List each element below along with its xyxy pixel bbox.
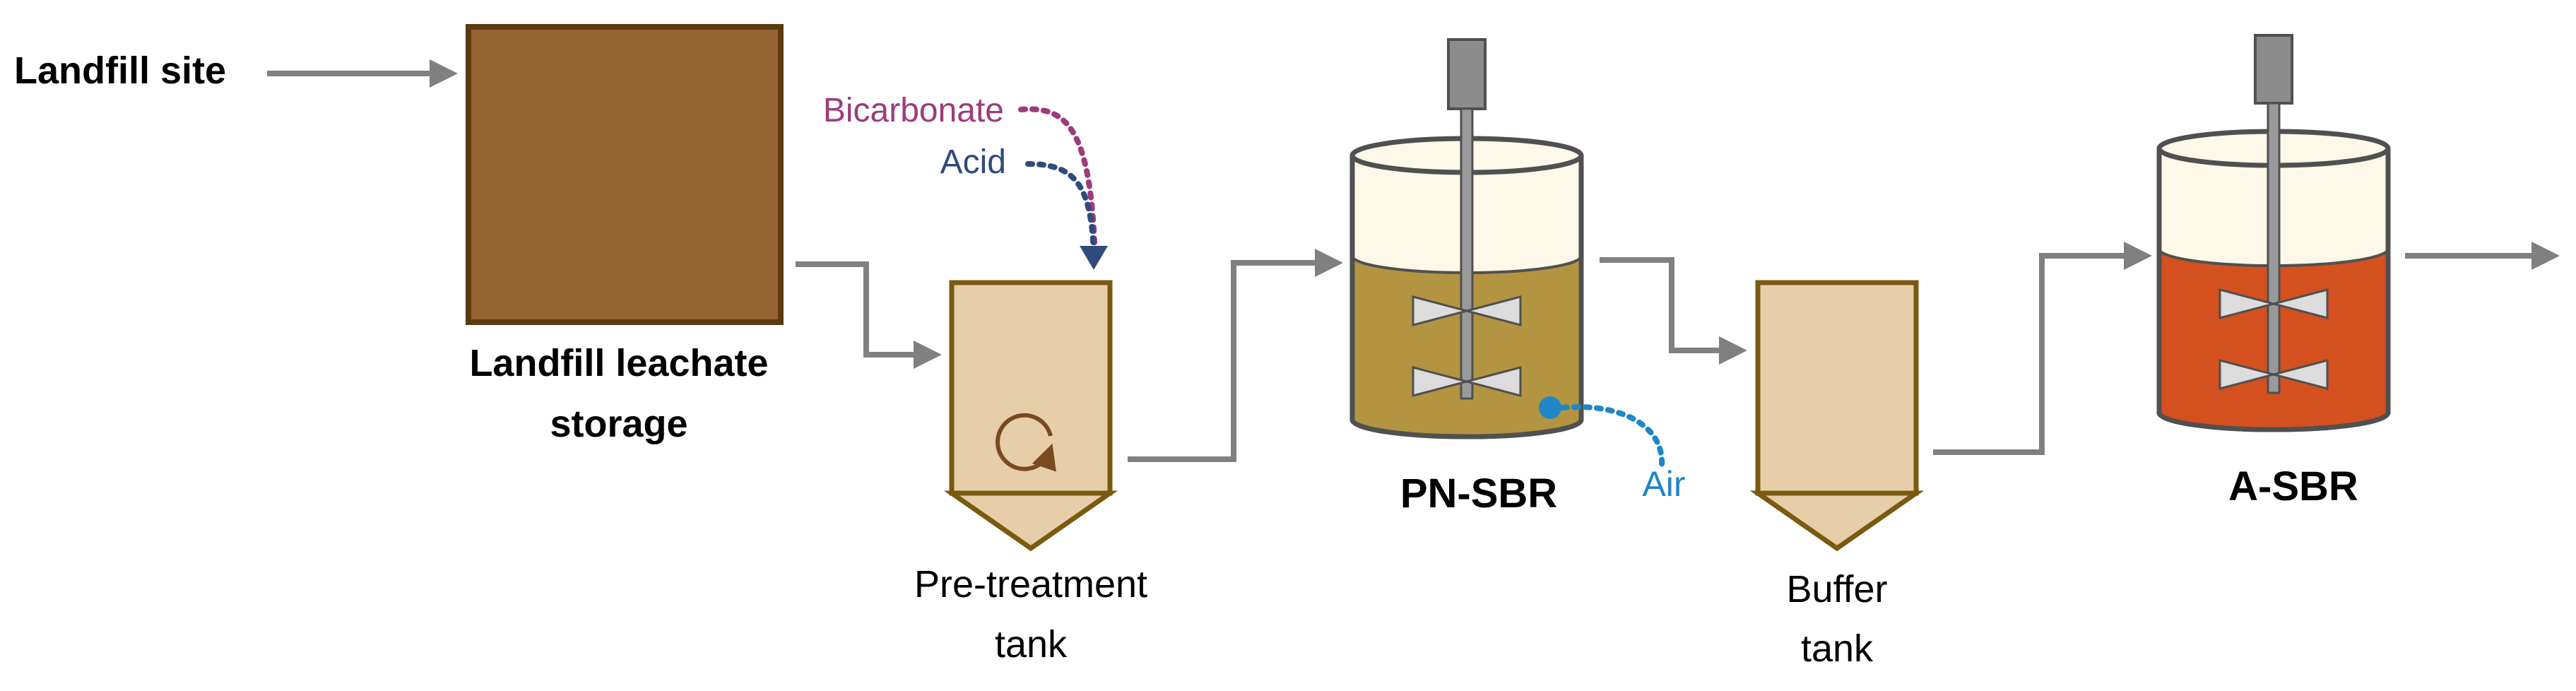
a-sbr-label: A-SBR (2228, 463, 2358, 509)
pretreatment-label-line1: Pre-treatment (914, 563, 1147, 606)
recirculation-icon (995, 413, 1056, 472)
flow-pretreatment-to-pnsbr (1128, 249, 1343, 462)
bicarbonate-label: Bicarbonate (823, 92, 1004, 129)
acid-label: Acid (940, 143, 1006, 181)
pretreatment-label-line2: tank (995, 623, 1068, 666)
flow-pnsbr-to-buffer (1600, 257, 1747, 365)
pn-sbr-label: PN-SBR (1400, 471, 1557, 516)
landfill-site-label: Landfill site (14, 49, 226, 92)
pretreatment-tank (943, 280, 1118, 552)
buffer-label-line2: tank (1801, 627, 1874, 670)
air-diffuser-icon (1539, 396, 1665, 469)
leachate-storage-box (466, 24, 784, 325)
buffer-tank (1749, 280, 1925, 552)
flow-storage-to-pretreatment (796, 261, 942, 369)
dosing-arrowhead (1080, 246, 1108, 270)
air-label: Air (1642, 464, 1685, 504)
acid-dosing-line (1025, 161, 1097, 257)
stirrer-icon (1412, 38, 1522, 400)
storage-label-line2: storage (550, 403, 687, 445)
storage-label-line1: Landfill leachate (469, 342, 768, 384)
buffer-label-line1: Buffer (1786, 568, 1887, 610)
stirrer-icon (2218, 34, 2329, 394)
flow-buffer-to-asbr (1933, 242, 2152, 455)
bicarbonate-dosing-line (1018, 106, 1098, 264)
